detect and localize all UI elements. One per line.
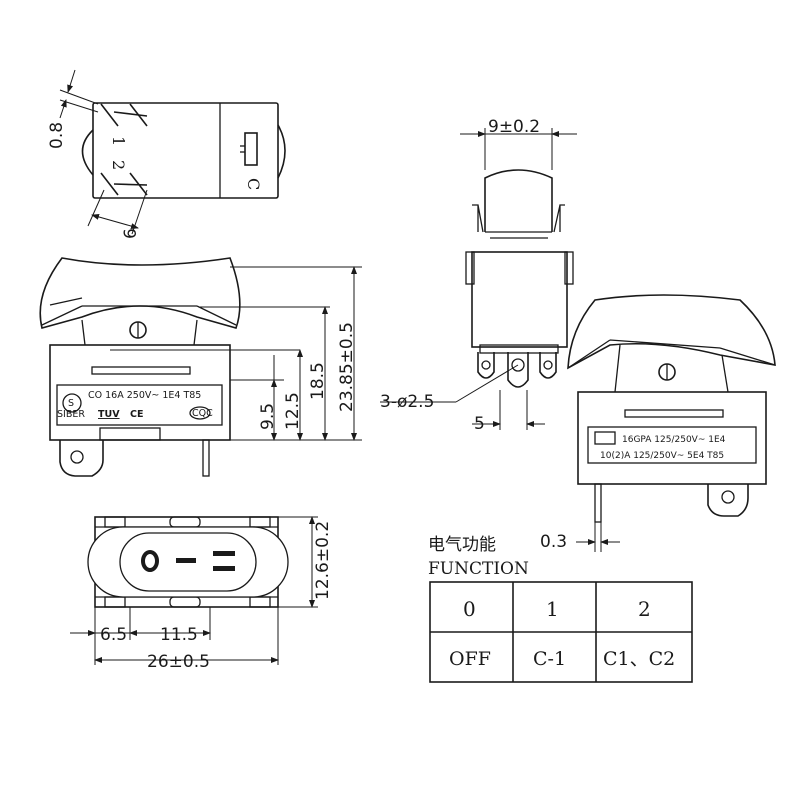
front-view-pins — [477, 352, 557, 388]
symbol-1-icon — [176, 558, 196, 563]
side-view-mount-tab — [59, 440, 104, 477]
iso-view: 16GPA 125/250V~ 1E4 10(2)A 125/250V~ 5E4… — [540, 294, 776, 552]
dim-total-height-label: 23.85±0.5 — [337, 322, 357, 412]
table-header-0: 0 — [463, 597, 476, 621]
table-value-1: C-1 — [533, 648, 566, 670]
side-label-cqc: CQC — [192, 408, 213, 419]
terminal-2-label: 2 — [109, 160, 128, 170]
dim-9-5-label: 9.5 — [258, 403, 278, 430]
front-view-rocker — [484, 169, 553, 232]
dim-holes-label: 3-ø2.5 — [380, 392, 434, 412]
dim-12-6-label: 12.6±0.2 — [313, 521, 333, 600]
cqc-mark-icon — [189, 406, 211, 420]
svg-text:S: S — [68, 398, 74, 409]
iso-view-body — [577, 391, 767, 485]
side-view-terminal — [202, 439, 210, 477]
side-label-tuv: TUV — [98, 409, 120, 420]
function-table: 电气功能 FUNCTION 0 1 2 OFF C-1 C1、C2 — [428, 535, 693, 683]
side-label-siber: SIBER — [57, 409, 85, 420]
iso-view-mount-tab — [707, 484, 749, 517]
function-title-en: FUNCTION — [428, 559, 529, 579]
dim-18-5-label: 18.5 — [308, 362, 328, 400]
iso-view-label-box — [587, 426, 757, 464]
front-view: 9±0.2 3-ø2.5 5 — [380, 117, 577, 434]
symbol-2-icon-bottom — [213, 566, 235, 571]
table-header-2: 2 — [638, 597, 651, 621]
dim-26-label: 26±0.5 — [147, 652, 210, 672]
side-view-label-box — [56, 384, 223, 426]
ul-mark-icon — [594, 431, 616, 445]
symbol-0-icon — [141, 550, 159, 572]
cert-mark-icon — [62, 393, 82, 413]
side-view-rocker — [39, 257, 241, 329]
iso-view-rocker — [567, 294, 776, 370]
bottom-view: 6.5 11.5 26±0.5 12.6±0.2 — [70, 516, 333, 672]
dim-11-5-label: 11.5 — [160, 625, 198, 645]
front-view-body — [471, 251, 568, 348]
dim-width-label: 9±0.2 — [488, 117, 540, 137]
side-label-line1: CO 16A 250V~ 1E4 T85 — [88, 390, 201, 401]
dim-6-5-label: 6.5 — [100, 625, 127, 645]
iso-label-line2: 10(2)A 125/250V~ 5E4 T85 — [600, 451, 724, 461]
terminal-c-label: C — [244, 178, 263, 190]
top-view-body — [92, 102, 279, 199]
terminal-c-blade — [240, 132, 258, 166]
iso-label-line1: 16GPA 125/250V~ 1E4 — [622, 435, 726, 445]
dim-thickness-label: 0.8 — [47, 122, 67, 149]
table-value-2: C1、C2 — [603, 648, 675, 670]
top-view-right-edge — [277, 124, 286, 179]
dim-terminal-label: 0.3 — [540, 532, 567, 552]
table-header-1: 1 — [546, 597, 559, 621]
dim-5-label: 5 — [474, 414, 485, 434]
terminal-1-blade — [100, 103, 148, 127]
iso-view-terminal — [594, 483, 602, 523]
top-view-rocker-edge — [81, 129, 94, 176]
dim-pin-spacing-label: 6 — [121, 228, 141, 239]
terminal-1-label: 1 — [109, 136, 128, 146]
side-view: S CO 16A 250V~ 1E4 T85 SIBER TUV CE CQC … — [39, 257, 362, 477]
terminal-2-blade — [100, 172, 148, 196]
dim-12-5-label: 12.5 — [283, 392, 303, 430]
table-value-0: OFF — [449, 648, 491, 670]
top-view: 1 2 C 0.8 6 — [47, 69, 286, 239]
function-title-cn: 电气功能 — [428, 535, 496, 555]
symbol-2-icon-top — [213, 551, 235, 556]
side-label-ce: CE — [130, 409, 143, 420]
